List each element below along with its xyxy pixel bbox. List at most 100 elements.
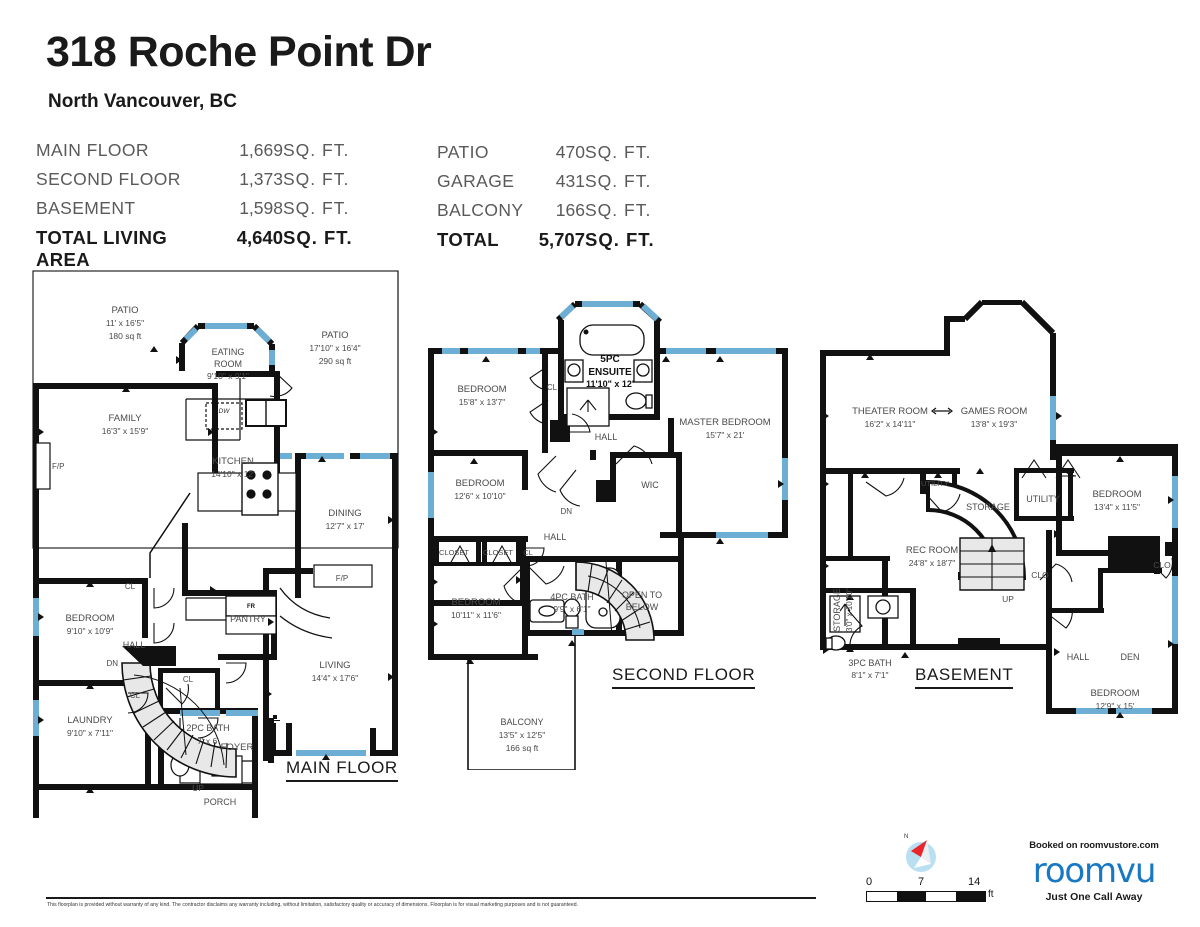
- room-label: OPEN TO: [622, 590, 662, 600]
- room-label: FOYER: [221, 742, 254, 753]
- roomvu-logo: roomvu: [1032, 851, 1157, 891]
- stat-label: MAIN FLOOR: [36, 140, 149, 160]
- disclaimer-text: This floorplan is provided without warra…: [47, 902, 579, 908]
- room-dims: 16'2" x 14'11": [865, 419, 916, 429]
- brand-block: Booked on roomvustore.com roomvu Just On…: [1018, 840, 1170, 903]
- room-dims: 12'7" x 17': [326, 521, 365, 531]
- stat-row: GARAGE 431 SQ. FT.: [437, 171, 655, 200]
- room-label: WIC: [641, 480, 659, 490]
- room-dims: 13'5" x 12'5": [499, 730, 546, 740]
- stat-label: TOTAL: [437, 229, 499, 250]
- room-label: DEN: [1120, 652, 1139, 662]
- closet-label: CLOSET: [483, 548, 513, 557]
- stat-value: 1,598: [239, 198, 283, 218]
- closet-label: CLOSET: [439, 548, 469, 557]
- scale-bar-graphic: [866, 891, 986, 902]
- scale-min: 0: [866, 876, 873, 888]
- stat-row: BASEMENT 1,598 SQ. FT.: [36, 198, 353, 227]
- room-dims: 8'1" x 7'1": [851, 670, 888, 680]
- room-label: BEDROOM: [457, 384, 506, 395]
- stat-unit: SQ. FT.: [585, 171, 652, 191]
- scale-unit: ft: [988, 889, 994, 900]
- compass-rose: N: [897, 830, 943, 876]
- brand-tagline: Just One Call Away: [1045, 890, 1143, 903]
- room-label: LIVING: [319, 660, 350, 671]
- room-area: 180 sq ft: [109, 331, 142, 341]
- room-label: PANTRY: [230, 614, 266, 624]
- scale-seg: [867, 892, 897, 901]
- stat-unit: SQ. FT.: [283, 198, 350, 218]
- floorplan-main-floor: PATIO 11' x 16'5" 180 sq ft PATIO 17'10"…: [30, 268, 410, 818]
- room-dims: 14'10" x 12': [211, 469, 255, 479]
- page-title: 318 Roche Point Dr: [46, 28, 432, 76]
- stat-value: 5,707: [538, 229, 585, 250]
- booked-on-text: Booked on roomvustore.com: [1029, 840, 1159, 851]
- hall-label: HALL: [595, 432, 618, 442]
- stat-label: GARAGE: [437, 171, 515, 191]
- room-label: REC ROOM: [906, 545, 958, 556]
- stairs-up-label: UP: [192, 783, 204, 793]
- scale-max: 14: [968, 876, 981, 888]
- stairs-down-label: DN: [106, 659, 118, 668]
- floorplan-second-floor: 5PC ENSUITE 11'10" x 12' BEDROOM 15'8" x…: [420, 300, 800, 770]
- stat-unit: SQ. FT.: [585, 142, 652, 162]
- dishwasher-label: DW: [219, 408, 231, 415]
- room-area: 290 sq ft: [319, 356, 352, 366]
- room-label: BELOW: [626, 602, 659, 612]
- room-dims: 16'3" x 15'9": [102, 426, 149, 436]
- room-label: FAMILY: [108, 413, 142, 424]
- stat-row: SECOND FLOOR 1,373 SQ. FT.: [36, 169, 353, 198]
- room-label: BALCONY: [500, 717, 543, 727]
- room-dims: 12'6" x 10'10": [454, 491, 505, 501]
- stat-label: SECOND FLOOR: [36, 169, 181, 189]
- stairs-up-label: UP: [1002, 594, 1014, 604]
- room-label: 5PC: [600, 354, 619, 365]
- stat-label: BALCONY: [437, 200, 524, 220]
- scale-seg: [955, 892, 985, 901]
- room-label: PATIO: [321, 330, 348, 341]
- room-dims: 10'11" x 11'6": [451, 610, 501, 620]
- stat-value: 470: [555, 142, 585, 162]
- stat-value: 1,669: [239, 140, 283, 160]
- room-area: 166 sq ft: [506, 743, 539, 753]
- room-dims: 3'0" x 10'10": [845, 588, 854, 632]
- room-label: ENSUITE: [588, 367, 632, 378]
- room-dims: 13'4" x 11'5": [1094, 502, 1140, 512]
- room-label: 3PC BATH: [848, 658, 891, 668]
- area-stats-left: MAIN FLOOR 1,669 SQ. FT. SECOND FLOOR 1,…: [36, 140, 353, 270]
- room-dims: 15'7" x 21': [706, 430, 745, 440]
- room-dims: 15'8" x 13'7": [459, 397, 506, 407]
- room-label: UTILITY: [1026, 494, 1060, 504]
- stat-value: 431: [555, 171, 585, 191]
- room-dims: 13'8" x 19'3": [971, 419, 1018, 429]
- room-dims: 9'10" x 10'9": [67, 626, 114, 636]
- room-label: EATING: [212, 347, 245, 357]
- hall-label: HALL: [123, 640, 146, 650]
- room-dims: 9'9" x 6'1": [553, 604, 590, 614]
- room-label: 2PC BATH: [186, 723, 229, 733]
- stat-row: PATIO 470 SQ. FT.: [437, 142, 655, 171]
- room-label: DINING: [328, 508, 361, 519]
- floor-label-basement: BASEMENT: [915, 665, 1014, 689]
- floor-label-second: SECOND FLOOR: [612, 665, 756, 689]
- room-dims: 9'10" x 7'11": [67, 728, 113, 738]
- scale-numbers: 0 7 14: [866, 876, 984, 890]
- room-label: GAMES ROOM: [961, 406, 1028, 417]
- stat-unit: SQ. FT.: [283, 169, 350, 189]
- stat-row-total: TOTAL 5,707 SQ. FT.: [437, 229, 655, 258]
- room-label: BEDROOM: [451, 597, 500, 608]
- room-label: BEDROOM: [455, 478, 504, 489]
- closet-label: CLO: [1153, 560, 1171, 570]
- stat-value: 166: [555, 200, 585, 220]
- closet-label: CL: [183, 675, 194, 684]
- room-dims: 24'8" x 18'7": [909, 558, 956, 568]
- room-label: 4PC BATH: [550, 592, 593, 602]
- room-label: PATIO: [111, 305, 138, 316]
- room-dims: 14'4" x 17'6": [312, 673, 359, 683]
- fireplace-label: F/P: [52, 462, 64, 471]
- room-label: STORAGE: [966, 502, 1010, 512]
- room-label: UTILITY: [921, 479, 949, 488]
- hall-label: HALL: [544, 532, 567, 542]
- room-label: PORCH: [204, 797, 237, 807]
- room-label: STORAGE: [832, 588, 842, 632]
